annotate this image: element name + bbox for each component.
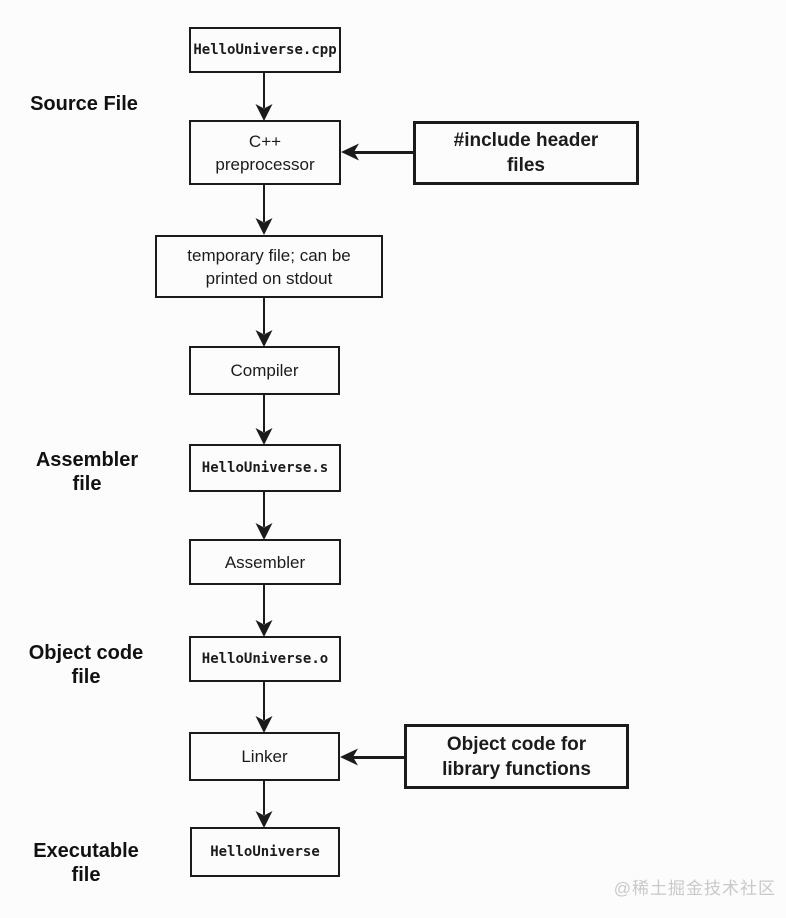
arrow-down-icon <box>255 218 273 235</box>
node-label: files <box>506 155 546 176</box>
node-label: #include header <box>453 130 599 151</box>
arrow-left-icon <box>341 143 359 161</box>
node-label: Assembler <box>224 552 306 572</box>
stage-label-source-file: Source File <box>19 92 149 116</box>
stage-label-line: Object code <box>28 642 144 664</box>
arrow-stem <box>263 682 265 720</box>
node-label: preprocessor <box>215 154 315 174</box>
node-label: C++ <box>248 131 282 151</box>
stage-label-assembler-file: Assembler file <box>20 448 154 496</box>
watermark-text: @稀土掘金技术社区 <box>613 879 776 898</box>
node-compiler: Compiler <box>189 346 340 395</box>
arrow-stem <box>263 73 265 108</box>
stage-label-executable-file: Executable file <box>16 839 156 887</box>
arrow-down-icon <box>255 811 273 828</box>
stage-label-line: file <box>71 864 101 886</box>
arrow-cpp-to-preprocessor <box>254 73 274 121</box>
node-label: Object code for <box>446 733 587 755</box>
arrow-stem <box>263 185 265 222</box>
arrow-include-to-preprocessor <box>341 143 413 161</box>
arrow-linker-to-executable <box>254 781 274 828</box>
arrow-stem <box>263 395 265 432</box>
arrow-assembler-s-to-assembler <box>254 492 274 540</box>
stage-label-line: Assembler <box>35 449 139 471</box>
arrow-stem <box>263 492 265 527</box>
arrow-stem <box>263 781 265 815</box>
node-label: Compiler <box>230 361 299 380</box>
node-temp-file: temporary file; can be printed on stdout <box>155 235 383 298</box>
arrow-down-icon <box>255 330 273 347</box>
arrow-stem <box>263 585 265 624</box>
arrow-stem <box>353 756 404 759</box>
arrow-down-icon <box>255 716 273 733</box>
node-preprocessor: C++ preprocessor <box>189 120 341 185</box>
arrow-down-icon <box>255 620 273 637</box>
node-label: temporary file; can be <box>187 245 351 265</box>
arrow-down-icon <box>255 428 273 445</box>
arrow-preprocessor-to-tempfile <box>254 185 274 235</box>
arrow-tempfile-to-compiler <box>254 298 274 347</box>
arrow-stem <box>354 151 413 154</box>
node-assembler: Assembler <box>189 539 341 585</box>
stage-label-line: file <box>71 666 101 688</box>
node-executable: HelloUniverse <box>190 827 340 877</box>
node-linker: Linker <box>189 732 340 781</box>
node-source-cpp: HelloUniverse.cpp <box>189 27 341 73</box>
node-label: HelloUniverse.cpp <box>193 41 337 58</box>
node-label: library functions <box>442 758 591 780</box>
stage-label-line: Source File <box>30 93 138 115</box>
arrow-left-icon <box>340 748 358 766</box>
node-label: Linker <box>241 747 288 766</box>
arrow-down-icon <box>255 523 273 540</box>
node-include-headers: #include header files <box>413 121 639 185</box>
node-assembler-s: HelloUniverse.s <box>189 444 341 492</box>
arrow-object-o-to-linker <box>254 682 274 733</box>
node-label: HelloUniverse <box>210 843 320 860</box>
arrow-library-to-linker <box>340 748 404 766</box>
node-label: HelloUniverse.o <box>201 650 329 667</box>
stage-label-line: Executable <box>33 840 139 862</box>
node-label: printed on stdout <box>205 268 333 288</box>
node-label: HelloUniverse.s <box>201 459 329 476</box>
arrow-compiler-to-assembler-s <box>254 395 274 445</box>
node-library-objects: Object code for library functions <box>404 724 629 789</box>
arrow-stem <box>263 298 265 334</box>
stage-label-object-code-file: Object code file <box>14 641 158 689</box>
arrow-assembler-to-object-o <box>254 585 274 637</box>
node-object-o: HelloUniverse.o <box>189 636 341 682</box>
arrow-down-icon <box>255 104 273 121</box>
stage-label-line: file <box>72 473 102 495</box>
